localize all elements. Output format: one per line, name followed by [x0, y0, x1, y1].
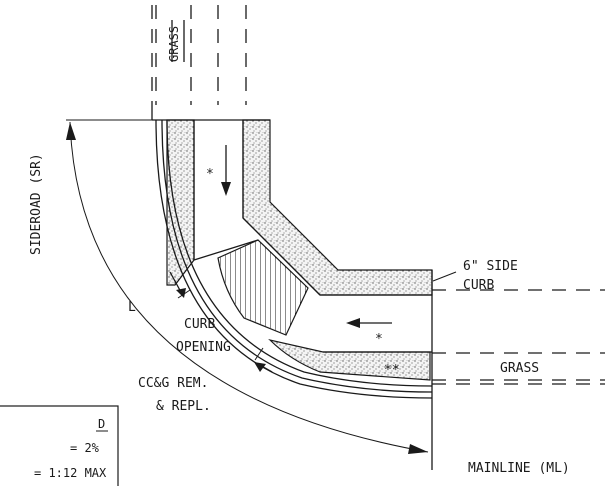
- legend-box: D = 2% = 1:12 MAX: [0, 405, 119, 486]
- star-lower: *: [375, 332, 383, 347]
- length-dimension-arc: [66, 119, 429, 454]
- double-star: **: [384, 363, 400, 378]
- curb-opening-label-line2: OPENING: [176, 340, 231, 355]
- side-curb-label-line1: 6" SIDE: [463, 259, 518, 274]
- sideroad-sidewalk-edges: [166, 119, 433, 296]
- legend-line1: D: [98, 417, 105, 431]
- sideroad-label: SIDEROAD (SR): [29, 153, 44, 255]
- sideroad-dashed-lines: [151, 5, 247, 105]
- curb-opening-hatch: [217, 239, 309, 336]
- flow-arrows: [169, 145, 392, 373]
- star-upper: *: [206, 167, 214, 182]
- ccg-label-line2: & REPL.: [156, 399, 211, 414]
- side-curb-label-line2: CURB: [463, 278, 494, 293]
- mainline-dashed-lines: [432, 289, 605, 385]
- ramp-walkway-lines: [193, 120, 432, 353]
- curb-opening-label-line1: CURB: [184, 317, 215, 332]
- grass-label-top: GRASS: [167, 26, 181, 62]
- mainline-curb-strip: [268, 338, 431, 381]
- legend-line3: = 1:12 MAX: [34, 466, 107, 480]
- mainline-label: MAINLINE (ML): [468, 461, 570, 476]
- length-label: L: [128, 300, 136, 315]
- grass-label-right: GRASS: [500, 361, 539, 376]
- legend-line2: = 2%: [70, 441, 100, 455]
- ccg-label-line1: CC&G REM.: [138, 376, 208, 391]
